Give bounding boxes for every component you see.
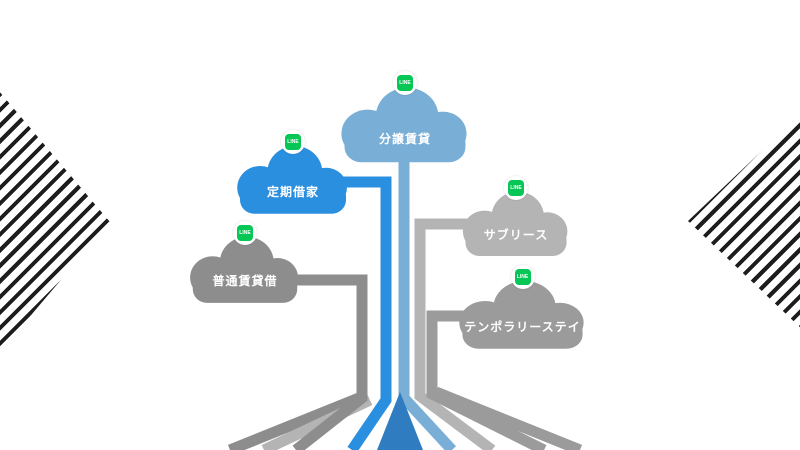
cloud-shape — [462, 191, 568, 257]
connector-condo-rental — [398, 130, 457, 450]
line-icon-label: LINE — [516, 273, 529, 280]
cloud-shape — [190, 236, 299, 303]
cloud-label: テンポラリーステイ — [464, 319, 581, 334]
line-icon-glyph: LINE — [285, 134, 301, 150]
line-icon-label: LINE — [510, 184, 522, 191]
cloud-shape — [459, 280, 584, 349]
root-line-left-outer — [227, 390, 367, 450]
connector-ordinary-lease — [292, 274, 368, 450]
connector-sublease — [414, 218, 496, 450]
line-icon: LINE — [281, 130, 305, 154]
line-icon-label: LINE — [239, 229, 251, 236]
funnel-triangle — [377, 392, 423, 450]
connector-temporary-stay — [426, 310, 547, 450]
line-icon-glyph: LINE — [397, 75, 413, 91]
line-icon: LINE — [504, 176, 528, 200]
cloud-condo-rental: LINE 分譲賃貸 — [332, 71, 478, 168]
cloud-shape — [341, 87, 467, 163]
cloud-label: 分譲賃貸 — [378, 131, 431, 146]
cloud-label: サブリース — [483, 227, 549, 242]
root-line-right-outer — [433, 386, 583, 450]
connector-fixed-term-lease — [330, 176, 392, 450]
cloud-fixed-term-lease: LINE 定期借家 — [229, 130, 357, 219]
line-icon: LINE — [233, 221, 257, 245]
cloud-sublease: LINE サブリース — [455, 176, 577, 261]
line-icon-glyph: LINE — [508, 180, 524, 196]
cloud-shape — [237, 145, 347, 214]
line-icon-glyph: LINE — [237, 225, 253, 241]
line-icon-label: LINE — [399, 79, 411, 86]
cloud-label: 定期借家 — [266, 184, 319, 199]
line-icon: LINE — [393, 71, 417, 95]
line-icon-label: LINE — [287, 138, 299, 145]
cloud-label: 普通賃貸借 — [212, 274, 278, 289]
cloud-temporary-stay: LINE テンポラリーステイ — [450, 265, 595, 354]
cloud-ordinary-lease: LINE 普通賃貸借 — [182, 221, 308, 308]
line-icon: LINE — [510, 265, 535, 289]
line-icon-glyph: LINE — [514, 269, 531, 285]
